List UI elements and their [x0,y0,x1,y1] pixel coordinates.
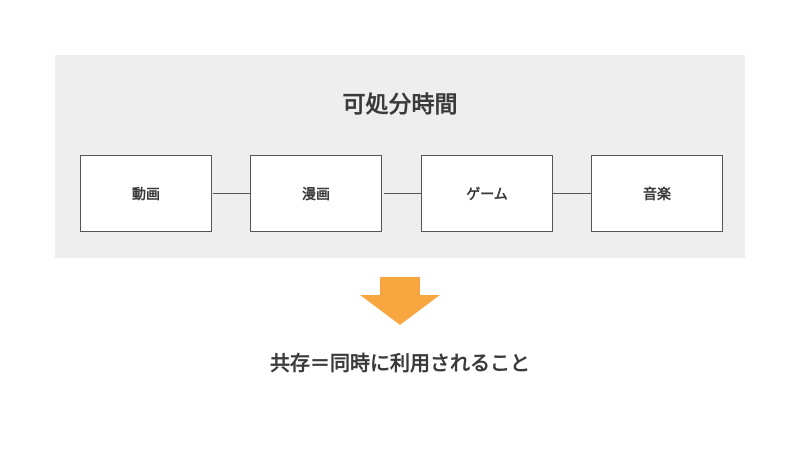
item-label: 動画 [132,186,160,203]
caption-text: 共存＝同時に利用されること [270,351,530,375]
panel-title: 可処分時間 [342,92,458,118]
disposable-time-panel: 可処分時間 動画 漫画 ゲーム 音楽 [55,55,745,258]
item-box-manga: 漫画 [250,155,382,232]
connector-line [553,193,591,194]
item-label: 漫画 [302,186,330,203]
connector-line [384,193,422,194]
item-label: ゲーム [466,186,508,203]
item-box-music: 音楽 [591,155,723,232]
connector-line [213,193,251,194]
item-box-game: ゲーム [421,155,553,232]
down-arrow-shape [360,277,440,325]
item-box-video: 動画 [80,155,212,232]
down-arrow-icon [360,277,440,325]
item-label: 音楽 [643,186,671,203]
